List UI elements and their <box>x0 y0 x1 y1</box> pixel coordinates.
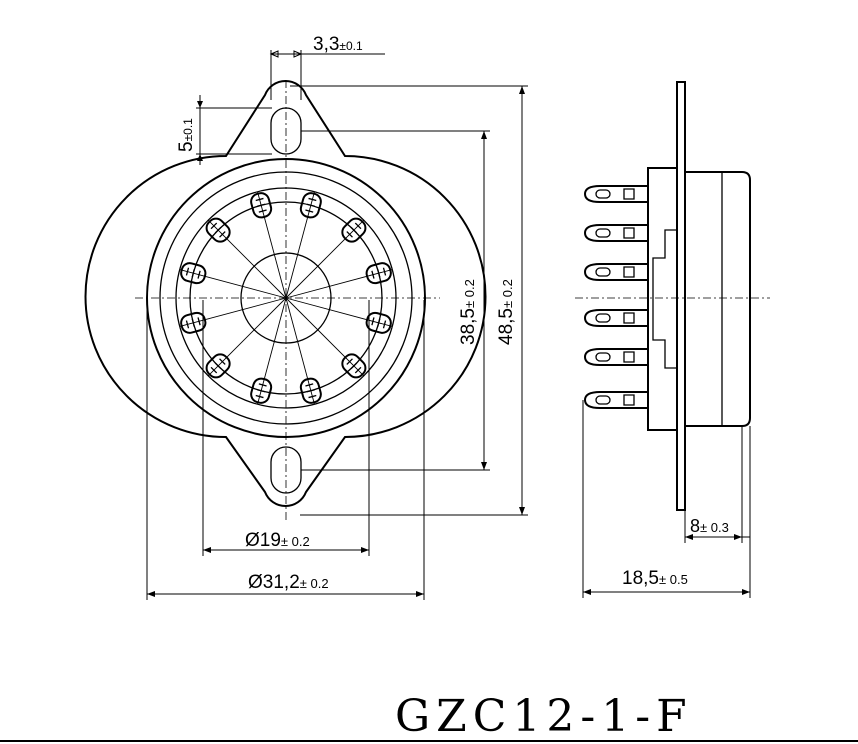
slot-length-label: 5±0.1 <box>176 118 197 152</box>
flange-outline <box>84 79 487 508</box>
side-pin <box>583 263 648 281</box>
side-pin <box>583 224 648 242</box>
socket-pin <box>341 217 367 243</box>
pin-radial-line <box>285 219 365 299</box>
side-body-right <box>685 171 751 427</box>
side-pin <box>583 185 648 203</box>
side-view-pins <box>583 185 648 409</box>
pin-radial-line <box>257 297 287 405</box>
inner-diameter-label: Ø19± 0.2 <box>245 530 310 551</box>
pin-radial-line <box>207 297 287 377</box>
side-view <box>575 81 770 511</box>
pin-radial-line <box>285 297 365 377</box>
socket-pin <box>365 262 392 285</box>
side-pin <box>583 391 648 409</box>
front-view <box>84 79 487 520</box>
slot-width-label: 3,3±0.1 <box>313 34 363 55</box>
pin-radial-line <box>285 297 315 405</box>
pin-radial-line <box>285 297 393 327</box>
socket-pin <box>180 262 207 285</box>
socket-pin <box>250 377 273 404</box>
pin-radial-line <box>285 191 315 299</box>
socket-pin <box>250 192 273 219</box>
pin-radial-line <box>285 269 393 299</box>
hole-spacing-label: 38,5± 0.2 <box>458 279 479 345</box>
socket-pin <box>299 377 322 404</box>
pin-radial-line <box>179 269 287 299</box>
part-number: GZC12-1-F <box>395 691 693 742</box>
socket-pin <box>205 217 231 243</box>
outer-diameter-label: Ø31,2± 0.2 <box>248 572 329 593</box>
front-dimensions: 3,3±0.1 5±0.1 38,5± 0.2 48,5± 0.2 Ø19± 0… <box>146 34 528 600</box>
total-depth-label: 18,5± 0.5 <box>622 568 688 589</box>
side-pin <box>583 309 648 327</box>
socket-pins <box>180 192 392 404</box>
socket-pin <box>180 311 207 334</box>
side-body-left <box>647 167 677 431</box>
side-pin <box>583 348 648 366</box>
socket-pin <box>365 311 392 334</box>
socket-pin <box>299 192 322 219</box>
flange-depth-label: 8± 0.3 <box>690 516 729 536</box>
side-dimensions: 8± 0.3 18,5± 0.5 <box>582 400 751 598</box>
pin-radial-line <box>257 191 287 299</box>
socket-pin <box>205 353 231 379</box>
pin-radial-line <box>179 297 287 327</box>
pin-radial-line <box>207 219 287 299</box>
pin-radial-lines <box>179 191 393 405</box>
side-flange-plate <box>676 81 686 511</box>
flange-length-label: 48,5± 0.2 <box>496 279 517 345</box>
socket-pin <box>341 353 367 379</box>
